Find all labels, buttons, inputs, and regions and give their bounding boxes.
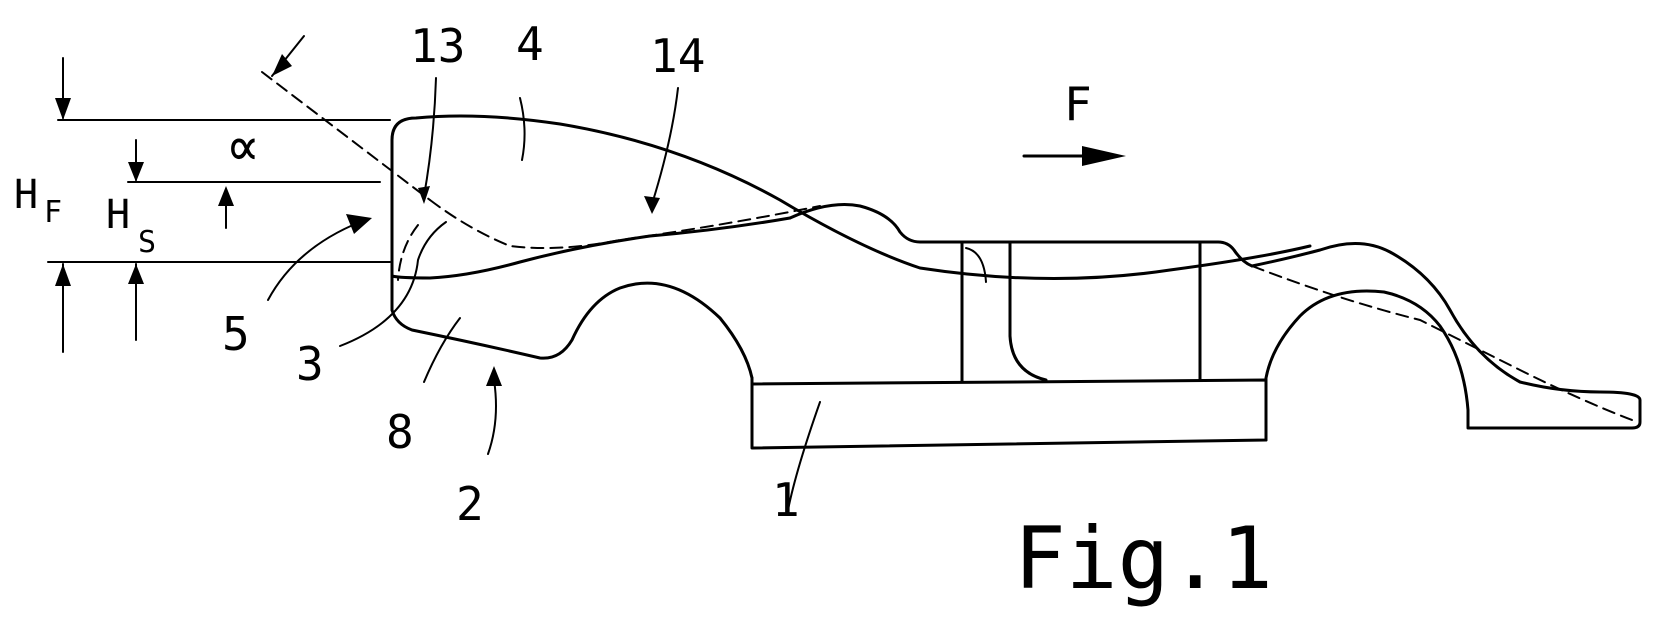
car-body: [390, 114, 1642, 450]
hs-arrow-down-icon: [128, 162, 144, 182]
cockpit-outline: [390, 114, 1312, 312]
leader-14: [651, 87, 679, 205]
front-wheel-arch: [390, 281, 754, 380]
hf-arrow-down-icon: [55, 98, 71, 120]
angle-arrow-icon: [272, 54, 292, 76]
leader-8: [423, 317, 461, 383]
windshield-angle-line: [261, 71, 431, 201]
numeral-14: 14: [650, 29, 705, 83]
direction-arrow-icon: [1082, 146, 1126, 166]
numeral-1: 1: [772, 473, 800, 527]
leader-5: [267, 221, 361, 301]
leader-4: [519, 97, 526, 161]
numeral-4: 4: [516, 17, 544, 71]
floor-pan: [750, 376, 1268, 450]
alpha-arrow-up-icon: [218, 186, 234, 206]
figure-caption: Fig.1: [1014, 509, 1273, 609]
hs-subscript: S: [138, 225, 156, 260]
hs-arrow-up-icon: [128, 264, 144, 284]
belt-line: [390, 216, 792, 280]
windshield-dashed-edge: [397, 224, 419, 281]
hf-label: H: [14, 172, 38, 218]
leader-2: [487, 379, 497, 455]
leader-3: [339, 221, 447, 347]
rear-wheel-arch: [1250, 241, 1642, 442]
leader-1: [787, 401, 821, 511]
hf-subscript: F: [44, 195, 62, 230]
numeral-3: 3: [296, 337, 324, 391]
hf-arrow-up-icon: [55, 264, 71, 286]
height-dimension-lines: [47, 57, 391, 353]
alpha-label: ∝: [226, 115, 260, 180]
hs-label: H: [106, 192, 130, 238]
seat-contour: [965, 247, 987, 283]
leader-13: [423, 77, 437, 197]
airflow-line-front: [429, 199, 821, 249]
numeral-2: 2: [456, 477, 484, 531]
airflow-line-rear: [1251, 265, 1633, 421]
engine-cover-outline: [788, 203, 1254, 268]
numeral-13: 13: [410, 19, 465, 73]
seat-outline: [1008, 240, 1048, 382]
numeral-8: 8: [386, 405, 414, 459]
direction-label: F: [1064, 77, 1092, 131]
numeral-5: 5: [222, 307, 250, 361]
